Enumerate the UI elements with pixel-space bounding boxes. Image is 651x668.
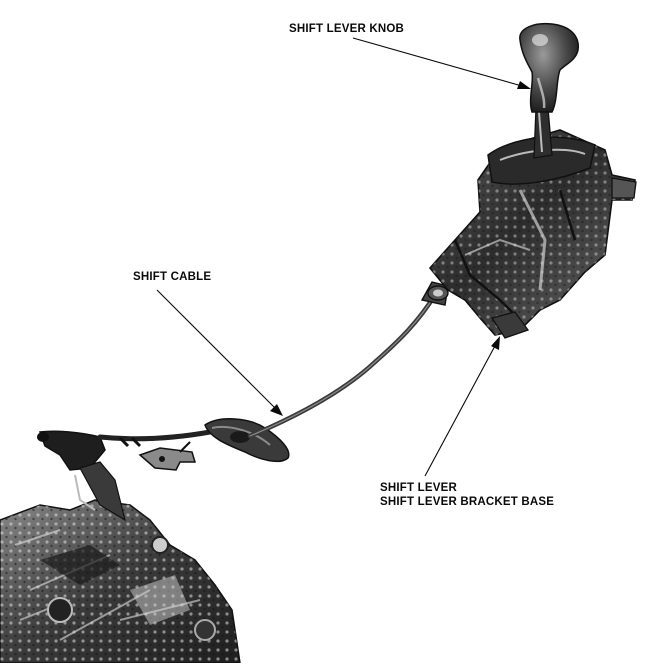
label-shift-lever: SHIFT LEVER — [380, 482, 457, 494]
cable-clip-bracket — [138, 441, 197, 471]
shift-lever-shaft — [533, 107, 553, 159]
leader-cable — [156, 289, 283, 416]
leader-bracket-base — [424, 336, 500, 477]
shift-lever-knob — [519, 22, 579, 113]
transmission-cable-bracket — [37, 430, 126, 522]
transmission-housing — [0, 499, 241, 664]
cable-grommet — [204, 418, 290, 463]
leader-knob — [352, 37, 531, 89]
label-shift-lever-bracket-base: SHIFT LEVER BRACKET BASE — [380, 496, 555, 508]
label-shift-cable: SHIFT CABLE — [133, 271, 212, 283]
shift-cable — [247, 292, 438, 439]
shift-lever-bracket-base — [428, 129, 637, 339]
label-shift-lever-knob: SHIFT LEVER KNOB — [289, 23, 405, 35]
cable-lower-section — [97, 429, 213, 442]
